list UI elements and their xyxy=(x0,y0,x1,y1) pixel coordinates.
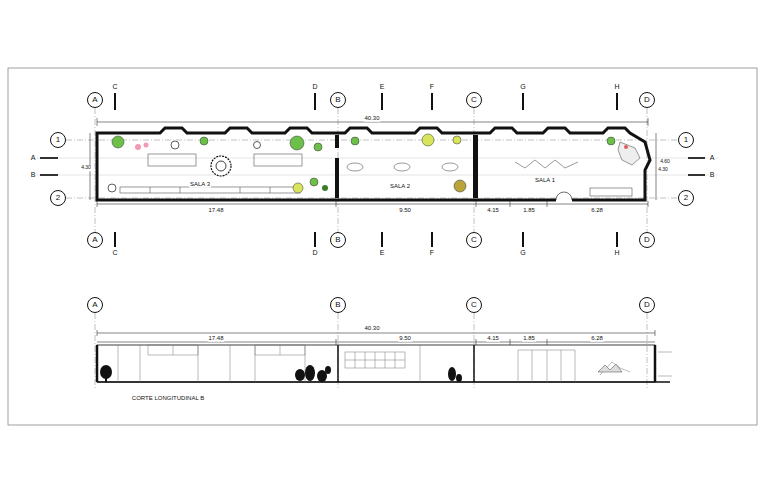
grid-bubble: B xyxy=(330,232,346,248)
grid-id: C xyxy=(471,96,477,104)
section-marker: F xyxy=(429,83,435,91)
grid-id: B xyxy=(335,236,340,244)
room-label: SALA 2 xyxy=(389,183,411,190)
dimension: 4.15 xyxy=(486,335,500,342)
grid-id: D xyxy=(644,301,650,309)
dimension: 6.28 xyxy=(590,207,604,214)
grid-id: D xyxy=(644,96,650,104)
section-marker: H xyxy=(613,249,620,257)
room-label: SALA 3 xyxy=(189,181,211,188)
dimension: 9.50 xyxy=(398,335,412,342)
section-marker: C xyxy=(111,249,118,257)
grid-bubble: 2 xyxy=(678,190,694,206)
grid-bubble: A xyxy=(87,297,103,313)
dimension: 9.50 xyxy=(398,207,412,214)
grid-id: 1 xyxy=(56,136,60,144)
grid-bubble: 2 xyxy=(50,190,66,206)
grid-bubble: B xyxy=(330,92,346,108)
dimension: 4.30 xyxy=(657,167,669,173)
dimension: 4.60 xyxy=(659,159,671,165)
grid-id: C xyxy=(471,236,477,244)
grid-bubble: D xyxy=(639,92,655,108)
section-marker: E xyxy=(379,249,386,257)
dimension: 17.48 xyxy=(207,207,224,214)
section-marker: B xyxy=(30,171,37,179)
section-marker: E xyxy=(379,83,386,91)
grid-bubble: C xyxy=(466,232,482,248)
dimension: 1.85 xyxy=(522,335,536,342)
dimension: 4.15 xyxy=(486,207,500,214)
section-marker: B xyxy=(709,171,716,179)
grid-id: 1 xyxy=(684,136,688,144)
grid-bubble: B xyxy=(330,297,346,313)
grid-id: A xyxy=(92,236,97,244)
dimension: 40.30 xyxy=(363,115,380,122)
section-marker: G xyxy=(519,83,526,91)
room-label: SALA 1 xyxy=(534,177,556,184)
grid-bubble: 1 xyxy=(50,132,66,148)
grid-bubble: A xyxy=(87,232,103,248)
grid-bubble: 1 xyxy=(678,132,694,148)
grid-id: C xyxy=(471,301,477,309)
section-marker: A xyxy=(30,154,37,162)
grid-id: D xyxy=(644,236,650,244)
section-marker: D xyxy=(311,83,318,91)
section-marker: G xyxy=(519,249,526,257)
drawing-title: CORTE LONGITUDINAL B xyxy=(131,395,205,402)
grid-id: B xyxy=(335,301,340,309)
dimension: 6.28 xyxy=(590,335,604,342)
grid-bubble: A xyxy=(87,92,103,108)
grid-id: A xyxy=(92,301,97,309)
section-marker: H xyxy=(613,83,620,91)
grid-id: A xyxy=(92,96,97,104)
grid-id: 2 xyxy=(684,194,688,202)
section-marker: A xyxy=(709,154,716,162)
grid-bubble: D xyxy=(639,297,655,313)
grid-bubble: D xyxy=(639,232,655,248)
dimension: 1.85 xyxy=(522,207,536,214)
dimension: 4.30 xyxy=(80,165,92,171)
dimension: 17.48 xyxy=(207,335,224,342)
grid-id: B xyxy=(335,96,340,104)
grid-bubble: C xyxy=(466,92,482,108)
section-marker: D xyxy=(311,249,318,257)
section-marker: C xyxy=(111,83,118,91)
grid-id: 2 xyxy=(56,194,60,202)
grid-bubble: C xyxy=(466,297,482,313)
dimension: 40.30 xyxy=(363,325,380,332)
section-marker: F xyxy=(429,249,435,257)
